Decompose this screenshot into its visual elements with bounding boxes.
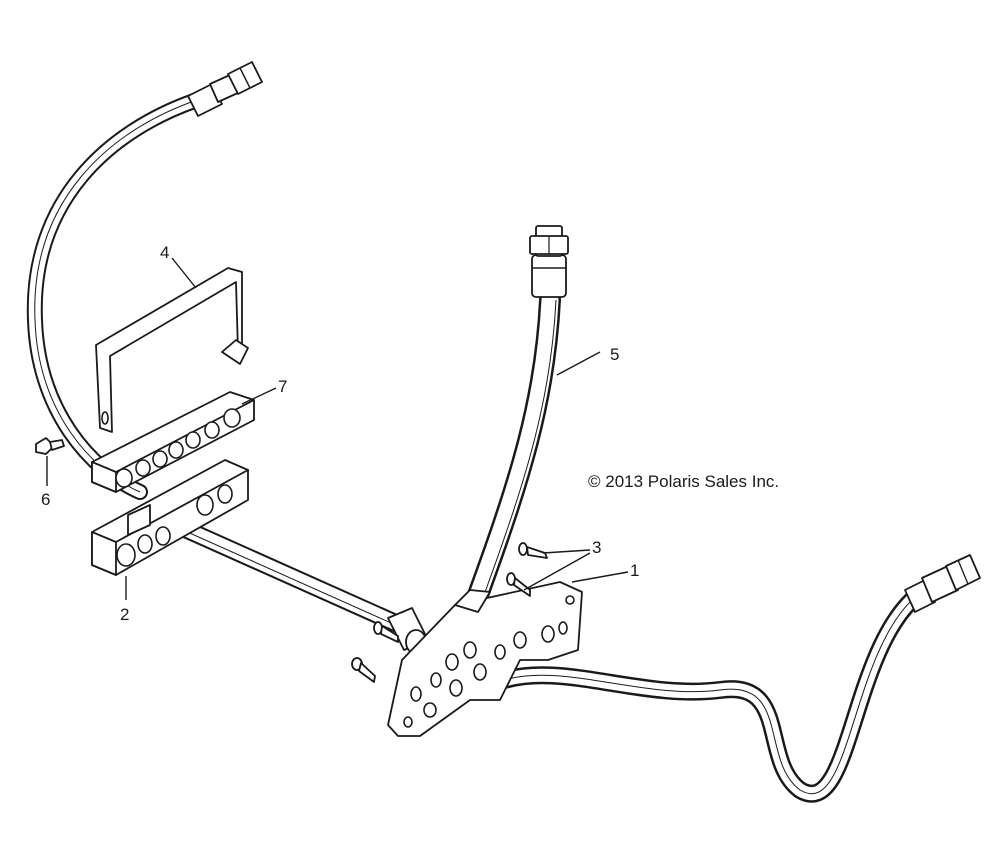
copyright-notice: © 2013 Polaris Sales Inc.: [588, 472, 779, 491]
brake-hose-right: [489, 591, 921, 803]
callout-5: 5: [610, 345, 619, 364]
grommet-upper: [91, 391, 255, 493]
hose-fitting-top-left: [187, 61, 263, 117]
callout-7: 7: [278, 377, 287, 396]
screw-lower: [351, 657, 376, 683]
callout-1: 1: [630, 561, 639, 580]
callout-6: 6: [41, 490, 50, 509]
grommet-lower: [91, 459, 249, 576]
hose-fitting-right: [904, 554, 981, 613]
screw-upper: [518, 542, 548, 559]
brake-hose-center: [467, 289, 561, 606]
callout-2: 2: [120, 605, 129, 624]
screw-middle: [506, 572, 531, 597]
hose-fitting-top-center: [529, 225, 569, 298]
screw-left: [373, 621, 399, 643]
rigid-brake-line: [156, 511, 409, 634]
brake-distribution-block: [387, 581, 583, 737]
callout-3: 3: [592, 538, 601, 557]
callout-4: 4: [160, 243, 169, 262]
mounting-bolt: [35, 437, 65, 455]
leader-lines: [46, 257, 629, 600]
retaining-bracket: [95, 267, 249, 433]
brake-hose-left: [26, 92, 205, 500]
